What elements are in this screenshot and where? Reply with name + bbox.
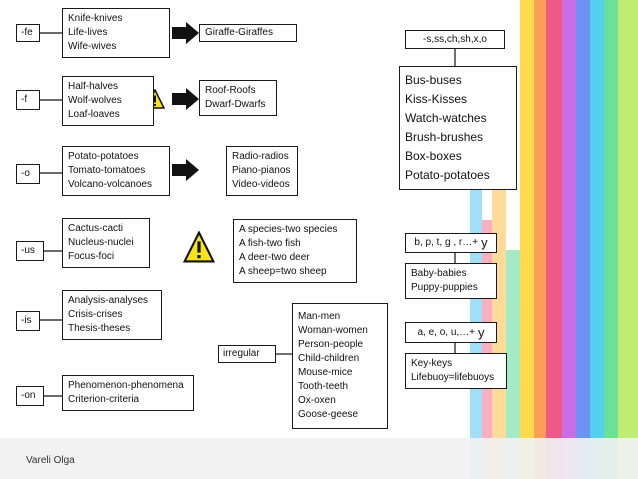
sibilant-rule-label: -s,ss,ch,sh,x,o — [405, 30, 505, 49]
exceptions-f: Roof-Roofs Dwarf-Dwarfs — [199, 80, 277, 116]
consonant-y-rule-label: b, p, t, g , r…+ y — [405, 233, 497, 253]
example-item: Analysis-analyses — [68, 295, 149, 306]
example-item: Potato-potatoes — [68, 151, 139, 162]
consonant-y-list: Baby-babies Puppy-puppies — [405, 263, 497, 299]
example-item: Wife-wives — [68, 41, 117, 52]
consonant-y-item: Puppy-puppies — [411, 282, 478, 293]
examples-o: Potato-potatoes Tomato-tomatoes Volcano-… — [62, 146, 170, 196]
exception-item: Video-videos — [232, 179, 290, 190]
irregular-item: Person-people — [298, 339, 364, 350]
example-item: Focus-foci — [68, 251, 115, 262]
suffix-f: -f — [16, 90, 40, 110]
sibilant-item: Potato-potatoes — [405, 168, 490, 182]
suffix-us: -us — [16, 241, 44, 261]
exception-fe: Giraffe-Giraffes — [199, 24, 297, 42]
arrow-right-icon — [172, 22, 199, 181]
consonant-y-rule-text: b, p, t, g , r…+ — [414, 237, 479, 248]
irregular-item: Man-men — [298, 311, 341, 322]
irregular-list: Man-men Woman-women Person-people Child-… — [292, 303, 388, 429]
example-item: Tomato-tomatoes — [68, 165, 146, 176]
exception-item: A deer-two deer — [239, 252, 310, 263]
sibilant-item: Watch-watches — [405, 111, 487, 125]
suffix-on: -on — [16, 386, 44, 406]
suffix-fe: -fe — [16, 24, 40, 42]
example-item: Nucleus-nuclei — [68, 237, 134, 248]
example-item: Life-lives — [68, 27, 108, 38]
example-item: Crisis-crises — [68, 309, 123, 320]
example-item: Wolf-wolves — [68, 95, 122, 106]
vowel-y-letter: y — [478, 324, 485, 340]
consonant-y-letter: y — [481, 235, 488, 250]
example-item: Criterion-criteria — [68, 394, 140, 405]
irregular-item: Woman-women — [298, 325, 368, 336]
suffix-is: -is — [16, 311, 40, 331]
irregular-item: Tooth-teeth — [298, 381, 349, 392]
examples-is: Analysis-analyses Crisis-crises Thesis-t… — [62, 290, 162, 340]
example-item: Loaf-loaves — [68, 109, 120, 120]
vowel-y-rule-text: a, e, o, u,…+ — [417, 326, 476, 338]
example-item: Knife-knives — [68, 13, 123, 24]
sibilant-list: Bus-buses Kiss-Kisses Watch-watches Brus… — [399, 66, 517, 190]
sibilant-item: Kiss-Kisses — [405, 92, 468, 106]
example-item: Volcano-volcanoes — [68, 179, 152, 190]
examples-us: Cactus-cacti Nucleus-nuclei Focus-foci — [62, 218, 150, 268]
exception-item: Giraffe-Giraffes — [205, 26, 273, 38]
warning-triangle-icon — [182, 231, 216, 263]
exception-item: A sheep=two sheep — [239, 266, 327, 277]
author-credit: Vareli Olga — [26, 455, 75, 466]
exception-item: A species-two species — [239, 224, 338, 235]
exception-item: Radio-radios — [232, 151, 289, 162]
vowel-y-item: Lifebuoy=lifebuoys — [411, 372, 495, 383]
irregular-item: Goose-geese — [298, 409, 359, 420]
vowel-y-rule-label: a, e, o, u,…+ y — [405, 322, 497, 343]
irregular-label: irregular — [218, 345, 276, 363]
exceptions-us: A species-two species A fish-two fish A … — [233, 219, 357, 283]
example-item: Half-halves — [68, 81, 119, 92]
sibilant-item: Bus-buses — [405, 73, 462, 87]
exception-item: Dwarf-Dwarfs — [205, 99, 266, 110]
examples-fe: Knife-knives Life-lives Wife-wives — [62, 8, 170, 58]
example-item: Cactus-cacti — [68, 223, 124, 234]
vowel-y-list: Key-keys Lifebuoy=lifebuoys — [405, 353, 507, 389]
suffix-o: -o — [16, 164, 40, 184]
example-item: Thesis-theses — [68, 323, 131, 334]
irregular-item: Mouse-mice — [298, 367, 353, 378]
exception-item: Piano-pianos — [232, 165, 291, 176]
examples-on: Phenomenon-phenomena Criterion-criteria — [62, 375, 194, 411]
sibilant-item: Brush-brushes — [405, 130, 484, 144]
consonant-y-item: Baby-babies — [411, 268, 467, 279]
exception-item: A fish-two fish — [239, 238, 301, 249]
irregular-item: Ox-oxen — [298, 395, 336, 406]
examples-f: Half-halves Wolf-wolves Loaf-loaves — [62, 76, 154, 126]
sibilant-item: Box-boxes — [405, 149, 462, 163]
example-item: Phenomenon-phenomena — [68, 380, 184, 391]
exception-item: Roof-Roofs — [205, 85, 256, 96]
irregular-item: Child-children — [298, 353, 360, 364]
exceptions-o: Radio-radios Piano-pianos Video-videos — [226, 146, 298, 196]
vowel-y-item: Key-keys — [411, 358, 453, 369]
